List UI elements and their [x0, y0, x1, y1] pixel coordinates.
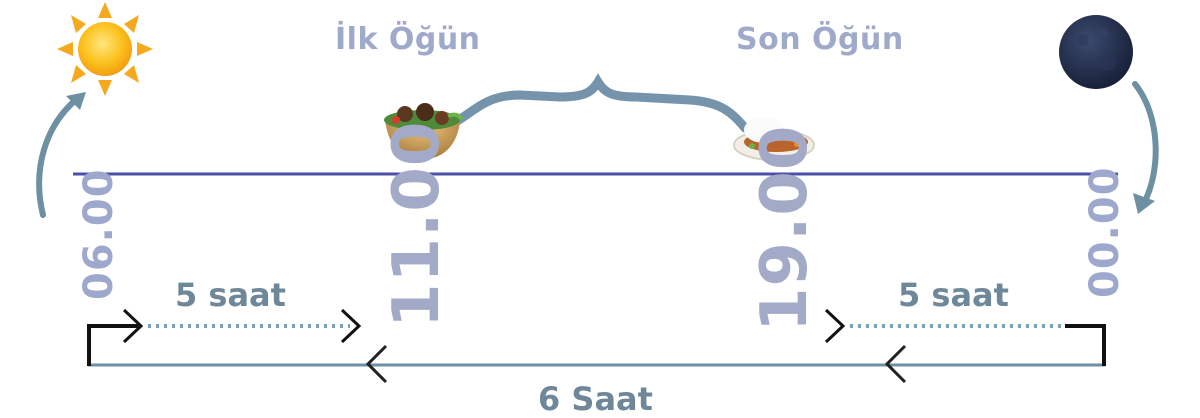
- morning-gap-label: 5 saat: [175, 276, 286, 314]
- morning-gap-arrow: [87, 308, 362, 366]
- time-label-first-meal: 11.00: [380, 120, 454, 328]
- first-meal-label: İlk Öğün: [335, 22, 481, 57]
- eating-window-brace: [443, 73, 750, 133]
- night-arrow: [1132, 81, 1159, 214]
- time-label-last-meal: 19.00: [748, 124, 822, 332]
- time-label-midnight: 00.00: [1082, 166, 1128, 298]
- curry-rice-icon: [733, 117, 815, 161]
- fasting-timeline-diagram: [36, 2, 1159, 384]
- night-gap-arrow: [824, 308, 1106, 366]
- night-gap-label: 5 saat: [898, 276, 1009, 314]
- eating-window-range-line: [88, 344, 1105, 384]
- moon-icon: [1059, 15, 1133, 89]
- time-label-wake: 06.00: [76, 168, 122, 300]
- eating-window-label: 6 Saat: [538, 380, 653, 418]
- salad-bowl-icon: [384, 103, 464, 160]
- last-meal-label: Son Öğün: [736, 22, 904, 57]
- sun-icon: [57, 2, 153, 96]
- sunrise-arrow: [36, 92, 86, 218]
